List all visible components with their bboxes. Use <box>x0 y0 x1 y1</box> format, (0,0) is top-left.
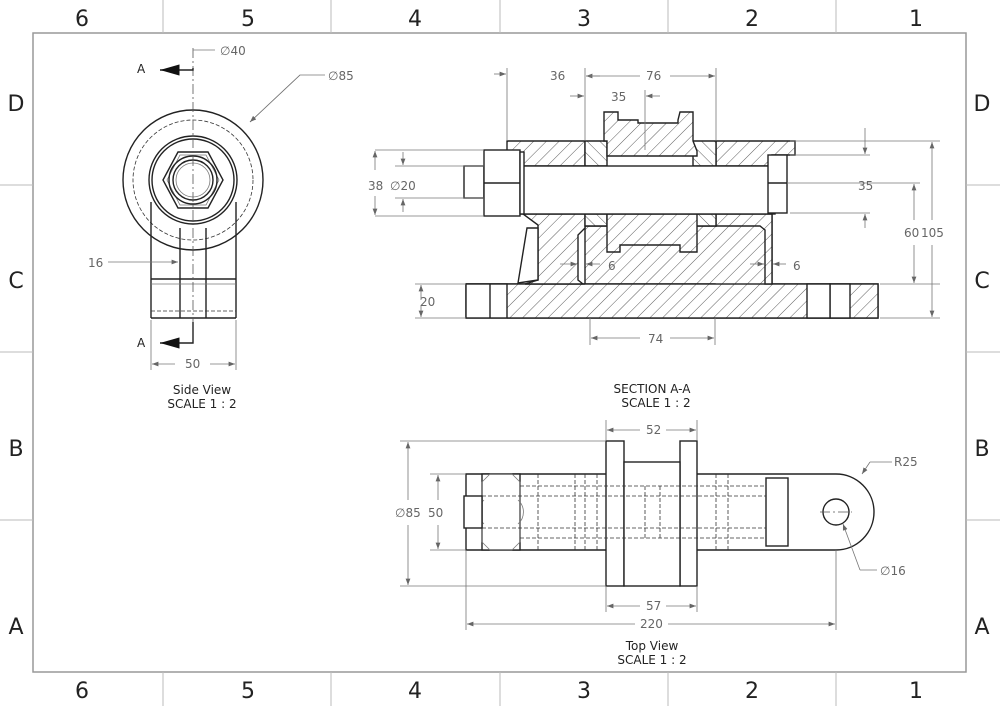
zone-col-6: 6 <box>75 7 89 32</box>
zone-col-1: 1 <box>909 7 923 32</box>
zone-col-5-bottom: 5 <box>241 679 255 704</box>
zone-col-4: 4 <box>408 7 422 32</box>
dim-section-6-right: 6 <box>793 259 801 273</box>
dim-top-r25: R25 <box>894 455 918 469</box>
zone-col-3-bottom: 3 <box>577 679 591 704</box>
zone-col-3: 3 <box>577 7 591 32</box>
dim-section-74: 74 <box>648 332 663 346</box>
section-view-caption: SECTION A-A <box>614 382 692 396</box>
zone-row-b-right: B <box>974 437 989 462</box>
section-marker-top: A <box>137 62 146 76</box>
dim-top-52: 52 <box>646 423 661 437</box>
dim-section-35-right: 35 <box>858 179 873 193</box>
section-view-scale: SCALE 1 : 2 <box>621 396 690 410</box>
section-marker-bottom: A <box>137 336 146 350</box>
dim-side-50: 50 <box>185 357 200 371</box>
zone-row-d: D <box>8 92 25 117</box>
dim-section-36: 36 <box>550 69 565 83</box>
zone-col-2: 2 <box>745 7 759 32</box>
top-view-caption: Top View <box>625 639 679 653</box>
dim-section-76: 76 <box>646 69 661 83</box>
side-view-scale: SCALE 1 : 2 <box>167 397 236 411</box>
zone-row-b: B <box>8 437 23 462</box>
zone-col-6-bottom: 6 <box>75 679 89 704</box>
dim-top-50: 50 <box>428 506 443 520</box>
dim-side-d85: ∅85 <box>328 69 354 83</box>
side-view: A A ∅40 ∅85 16 50 Side View SCALE 1 : 2 <box>88 44 354 411</box>
dim-section-38: 38 <box>368 179 383 193</box>
top-view: 52 R25 ∅85 50 ∅16 57 220 Top View SCALE … <box>395 420 918 667</box>
dim-top-57: 57 <box>646 599 661 613</box>
dim-side-d40: ∅40 <box>220 44 246 58</box>
side-view-caption: Side View <box>173 383 231 397</box>
zone-col-5: 5 <box>241 7 255 32</box>
zone-col-4-bottom: 4 <box>408 679 422 704</box>
dim-section-20: 20 <box>420 295 435 309</box>
zone-row-a-right: A <box>974 615 989 640</box>
dim-side-16: 16 <box>88 256 103 270</box>
dim-section-6-left: 6 <box>608 259 616 273</box>
zone-row-a: A <box>8 615 23 640</box>
dim-section-60: 60 <box>904 226 919 240</box>
dim-section-35-top: 35 <box>611 90 626 104</box>
zone-col-1-bottom: 1 <box>909 679 923 704</box>
top-view-scale: SCALE 1 : 2 <box>617 653 686 667</box>
zone-col-2-bottom: 2 <box>745 679 759 704</box>
zone-row-c-right: C <box>974 269 989 294</box>
zone-row-d-right: D <box>974 92 991 117</box>
dim-top-220: 220 <box>640 617 663 631</box>
dim-top-d85: ∅85 <box>395 506 421 520</box>
dim-section-105: 105 <box>921 226 944 240</box>
dim-section-d20: ∅20 <box>390 179 416 193</box>
zone-row-c: C <box>8 269 23 294</box>
section-a-a-view: 36 76 35 38 ∅20 35 60 105 6 6 20 74 SECT… <box>368 68 944 410</box>
dim-top-d16: ∅16 <box>880 564 906 578</box>
zone-labels: 6 5 4 3 2 1 6 5 4 3 2 1 D C B A D C B A <box>8 7 991 704</box>
